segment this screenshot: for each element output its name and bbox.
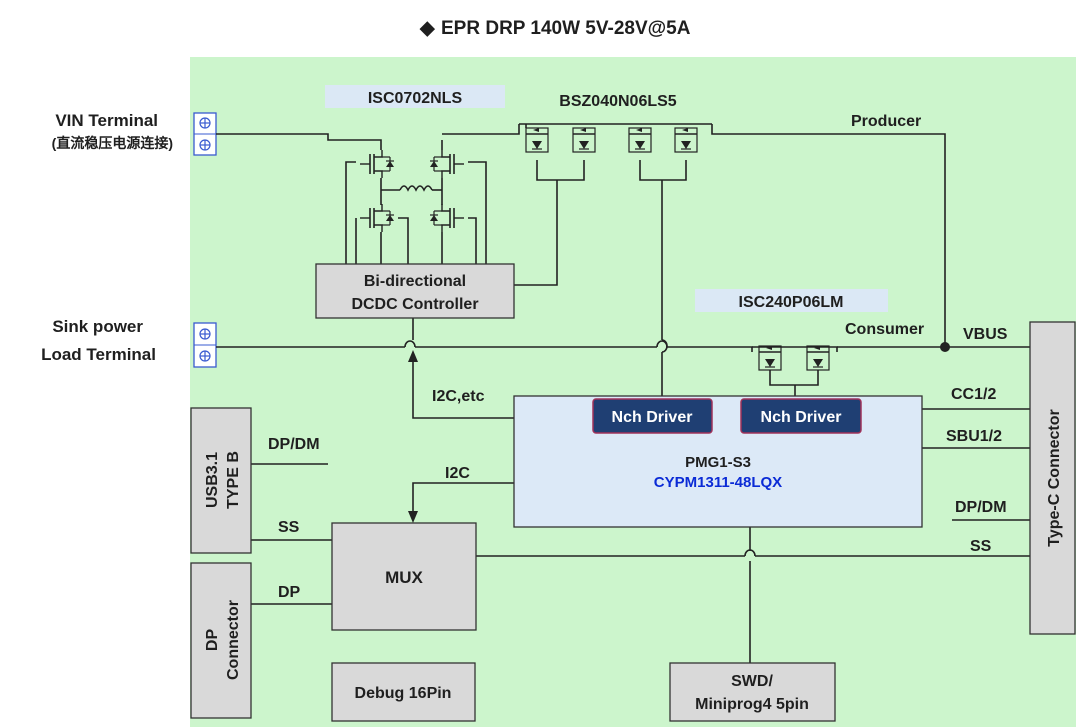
debug-label: Debug 16Pin (355, 685, 452, 702)
net-producer: Producer (851, 113, 921, 130)
vin-terminal-sublabel: (直流稳压电源连接) (52, 135, 173, 151)
mcu-name: PMG1-S3 (685, 454, 751, 471)
net-dpdm-left: DP/DM (268, 436, 320, 453)
usb-label-line2: TYPE B (225, 451, 242, 509)
nch-driver-2 (740, 398, 862, 434)
usb-label-line1: USB3.1 (204, 452, 221, 508)
mux-block: MUX (331, 522, 477, 631)
dp-connector: DP Connector (190, 562, 252, 719)
net-cc: CC1/2 (951, 386, 996, 403)
producer-fets (525, 124, 698, 153)
dp-label-line1: DP (204, 629, 221, 652)
nch-driver-1 (592, 398, 713, 434)
dcdc-fet-label-bg (325, 85, 505, 108)
net-sbu: SBU1/2 (946, 428, 1002, 445)
net-vbus: VBUS (963, 326, 1008, 343)
typec-label: Type-C Connector (1046, 409, 1063, 546)
title-marker: ◆ (419, 18, 436, 39)
dp-label-line2: Connector (225, 600, 242, 680)
dcdc-label-line2: DCDC Controller (351, 296, 478, 313)
vin-terminal-connector (193, 112, 217, 156)
net-dpdm-right: DP/DM (955, 499, 1007, 516)
mcu-part-number: CYPM1311-48LQX (654, 474, 782, 491)
sink-terminal-label: Sink power (52, 317, 143, 336)
net-ss-right: SS (970, 538, 992, 555)
diagram-title: EPR DRP 140W 5V-28V@5A (441, 18, 691, 39)
net-i2c: I2C (445, 465, 470, 482)
nch-driver-2-label: Nch Driver (761, 409, 842, 426)
sink-terminal-connector (193, 322, 217, 368)
net-i2c-etc: I2C,etc (432, 388, 485, 405)
consumer-fet-label-bg (695, 289, 888, 312)
net-dp: DP (278, 584, 301, 601)
debug-block: Debug 16Pin (331, 662, 476, 722)
dcdc-label-line1: Bi-directional (364, 273, 466, 290)
typec-connector: Type-C Connector (1029, 321, 1076, 635)
nch-driver-1-label: Nch Driver (612, 409, 693, 426)
mcu-block: Nch Driver Nch Driver PMG1-S3 CYPM1311-4… (513, 395, 923, 528)
producer-fet-part: BSZ040N06LS5 (559, 93, 676, 110)
dcdc-fet-part: ISC0702NLS (368, 90, 463, 107)
wires (216, 123, 1030, 663)
swd-block: SWD/ Miniprog4 5pin (669, 662, 836, 722)
swd-label-line2: Miniprog4 5pin (695, 696, 809, 713)
mux-label: MUX (385, 568, 423, 587)
consumer-fet-part: ISC240P06LM (739, 294, 844, 311)
vin-terminal-label: VIN Terminal (55, 111, 158, 130)
net-consumer: Consumer (845, 321, 924, 338)
swd-label-line1: SWD/ (731, 673, 773, 690)
net-ss-left: SS (278, 519, 300, 536)
usb-typeb-connector: USB3.1 TYPE B (190, 407, 252, 554)
dcdc-controller-block: Bi-directional DCDC Controller (315, 263, 515, 319)
sink-terminal-sublabel: Load Terminal (41, 345, 156, 364)
board-area (190, 57, 1076, 727)
